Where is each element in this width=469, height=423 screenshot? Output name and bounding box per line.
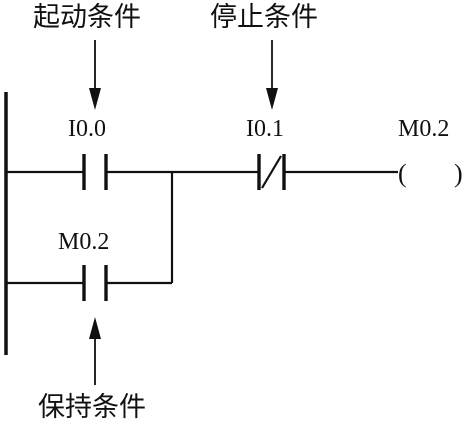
hold-condition-arrow [89, 317, 101, 385]
start-contact-address: I0.0 [68, 116, 106, 142]
rung-branch-wire [6, 172, 174, 285]
stop-condition-arrow [266, 40, 278, 110]
coil-right-paren: ) [454, 159, 463, 188]
stop-condition-label: 停止条件 [210, 2, 318, 33]
stop-contact-address: I0.1 [246, 116, 284, 142]
hold-contact-address: M0.2 [58, 229, 109, 255]
start-condition-label: 起动条件 [33, 2, 141, 33]
coil-address: M0.2 [398, 116, 449, 142]
stop-contact [257, 154, 286, 190]
coil-left-paren: ( [398, 159, 407, 188]
start-condition-arrow [89, 40, 101, 110]
hold-contact [82, 265, 108, 301]
start-contact [82, 154, 108, 190]
hold-condition-label: 保持条件 [38, 392, 146, 423]
